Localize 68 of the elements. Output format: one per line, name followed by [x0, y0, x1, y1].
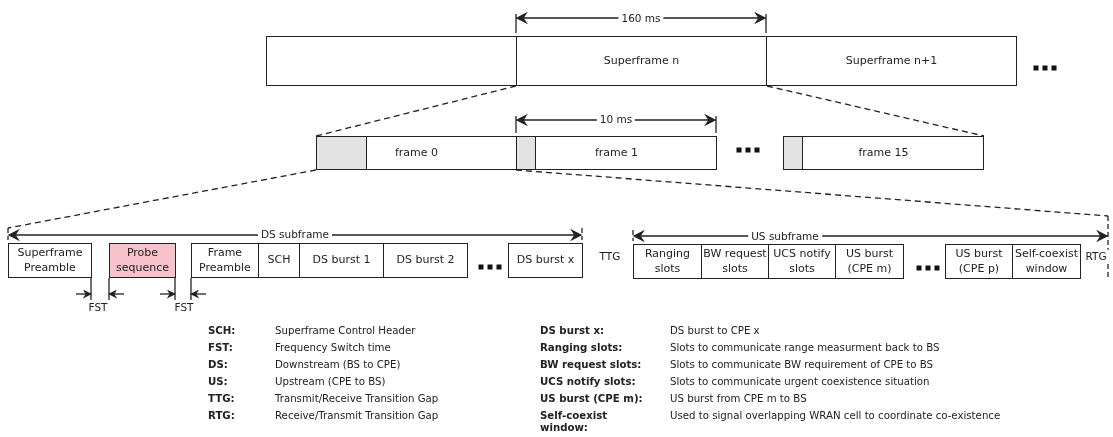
node-label: UCS notify slots [772, 247, 832, 276]
superframe-box [516, 36, 767, 86]
dimension-label: US subframe [748, 229, 822, 243]
legend-definition: Receive/Transmit Transition Gap [275, 410, 440, 423]
legend-definition: DS burst to CPE x [670, 325, 761, 338]
legend-definition: US burst from CPE m to BS [670, 393, 808, 406]
slot-box [945, 244, 1013, 279]
superframe-box [266, 36, 517, 86]
node-label: frame 15 [858, 145, 909, 161]
superframe-box [766, 36, 1017, 86]
slot-box [835, 244, 904, 279]
slot-box [508, 243, 583, 278]
node-label: DS burst x [516, 253, 575, 268]
legend-definition: Superframe Control Header [275, 325, 417, 338]
zoom-line [7, 169, 317, 229]
legend-term: SCH: [208, 325, 237, 338]
node-label: Superframe n [603, 53, 680, 69]
preamble-section [515, 135, 536, 170]
legend-term: RTG: [208, 410, 236, 423]
legend-term: US: [208, 376, 229, 389]
legend-term: Self-coexist window: [540, 410, 609, 435]
legend-definition: Slots to communicate BW requirement of CPE to BS [670, 359, 935, 372]
legend-term: DS burst x: [540, 325, 606, 338]
slot-box [383, 243, 468, 278]
node-label: US burst (CPE p) [954, 247, 1004, 276]
node-label: Superframe n+1 [845, 53, 938, 69]
node-label: DS burst 1 [312, 253, 371, 268]
legend-definition: Used to signal overlapping WRAN cell to coordinate co-existence [670, 410, 1002, 423]
legend-term: TTG: [208, 393, 236, 406]
node-label: Self-coexist window [1014, 247, 1079, 276]
preamble-section [315, 135, 367, 170]
node-label: BW request slots [702, 247, 768, 276]
legend-definition: Upstream (CPE to BS) [275, 376, 387, 389]
node-label: frame 0 [394, 145, 439, 161]
legend-term: US burst (CPE m): [540, 393, 644, 406]
slot-box [8, 243, 92, 278]
node-label: SCH [267, 253, 291, 268]
legend-term: DS: [208, 359, 229, 372]
node-label: Ranging slots [643, 247, 692, 276]
dimension-label: 160 ms [618, 11, 664, 25]
slot-box [191, 243, 259, 278]
frame-box [783, 136, 984, 170]
slot-box [258, 243, 300, 278]
preamble-section [782, 135, 803, 170]
node-label: Superframe Preamble [16, 246, 84, 275]
slot-box [299, 243, 384, 278]
node-label: Frame Preamble [198, 246, 252, 275]
node-label: US burst (CPE m) [844, 247, 895, 276]
legend-definition: Slots to communicate range measurment back to BS [670, 342, 941, 355]
node-label: DS burst 2 [396, 253, 455, 268]
legend-definition: Slots to communicate urgent coexistence situation [670, 376, 931, 389]
slot-box [109, 243, 176, 278]
legend-term: FST: [208, 342, 234, 355]
zoom-line [315, 85, 517, 137]
frame-box [516, 136, 717, 170]
dimension-label: DS subframe [258, 227, 332, 241]
legend-term: Ranging slots: [540, 342, 624, 355]
legend-definition: Transmit/Receive Transition Gap [275, 393, 440, 406]
frame-box [316, 136, 517, 170]
node-label: frame 1 [594, 145, 639, 161]
slot-box [633, 244, 702, 279]
node-label: Probe sequence [115, 246, 170, 275]
legend-term: UCS notify slots: [540, 376, 637, 389]
legend-term: BW request slots: [540, 359, 643, 372]
legend-definition: Downstream (BS to CPE) [275, 359, 402, 372]
dimension-label: 10 ms [596, 112, 636, 126]
legend-definition: Frequency Switch time [275, 342, 392, 355]
zoom-line [766, 85, 985, 137]
